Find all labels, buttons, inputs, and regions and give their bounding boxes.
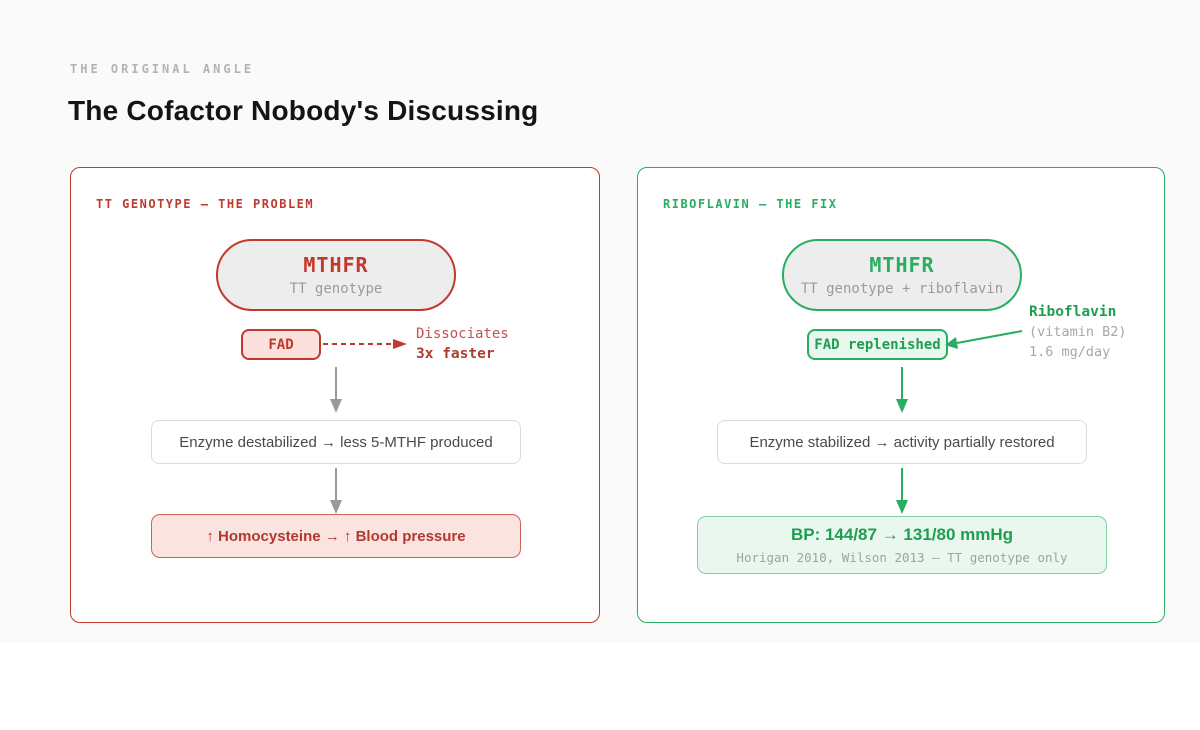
riboflavin-note-vitamin: (vitamin B2) xyxy=(1029,324,1127,340)
riboflavin-note-dose: 1.6 mg/day xyxy=(1029,344,1111,360)
down-arrow-icon xyxy=(330,367,342,413)
fad-replenished-box: FAD replenished xyxy=(807,329,948,360)
riboflavin-note-title: Riboflavin xyxy=(1029,304,1117,320)
dissociates-line2: 3x faster xyxy=(416,346,495,362)
riboflavin-pointer-arrow-icon xyxy=(945,330,1023,349)
mthfr-pill-problem: MTHFR TT genotype xyxy=(216,239,456,311)
mthfr-pill-fix: MTHFR TT genotype + riboflavin xyxy=(782,239,1022,311)
riboflavin-note: Riboflavin (vitamin B2) 1.6 mg/day xyxy=(1029,302,1127,362)
down-arrow-icon xyxy=(896,468,908,514)
mthfr-pill-subtitle: TT genotype + riboflavin xyxy=(800,281,1004,297)
fix-panel-label: RIBOFLAVIN — THE FIX xyxy=(663,197,838,211)
down-arrow-icon xyxy=(896,367,908,413)
fad-box: FAD xyxy=(241,329,321,360)
problem-panel-label: TT GENOTYPE — THE PROBLEM xyxy=(96,197,315,211)
mthfr-pill-subtitle: TT genotype xyxy=(289,281,383,297)
dashed-right-arrow-icon xyxy=(323,339,407,349)
page-title: The Cofactor Nobody's Discussing xyxy=(68,95,539,126)
enzyme-destabilized-box: Enzyme destabilized → less 5-MTHF produc… xyxy=(151,420,521,464)
problem-panel: TT GENOTYPE — THE PROBLEM MTHFR TT genot… xyxy=(70,167,600,623)
bp-outcome-main: BP: 144/87 → 131/80 mmHg xyxy=(790,525,1014,544)
homocysteine-outcome-box: ↑ Homocysteine → ↑ Blood pressure xyxy=(151,514,521,558)
enzyme-stabilized-box: Enzyme stabilized → activity partially r… xyxy=(717,420,1087,464)
dissociates-line1: Dissociates xyxy=(416,326,509,342)
mthfr-pill-title: MTHFR xyxy=(303,253,369,277)
bp-outcome-box: BP: 144/87 → 131/80 mmHg Horigan 2010, W… xyxy=(697,516,1107,574)
dissociates-note: Dissociates 3x faster xyxy=(416,324,509,364)
bp-outcome-citation: Horigan 2010, Wilson 2013 — TT genotype … xyxy=(736,550,1068,565)
content-area: THE ORIGINAL ANGLE The Cofactor Nobody's… xyxy=(68,62,1165,623)
down-arrow-icon xyxy=(330,468,342,514)
eyebrow-label: THE ORIGINAL ANGLE xyxy=(70,62,255,76)
fix-panel: RIBOFLAVIN — THE FIX MTHFR TT genotype +… xyxy=(637,167,1165,623)
mthfr-pill-title: MTHFR xyxy=(869,253,935,277)
